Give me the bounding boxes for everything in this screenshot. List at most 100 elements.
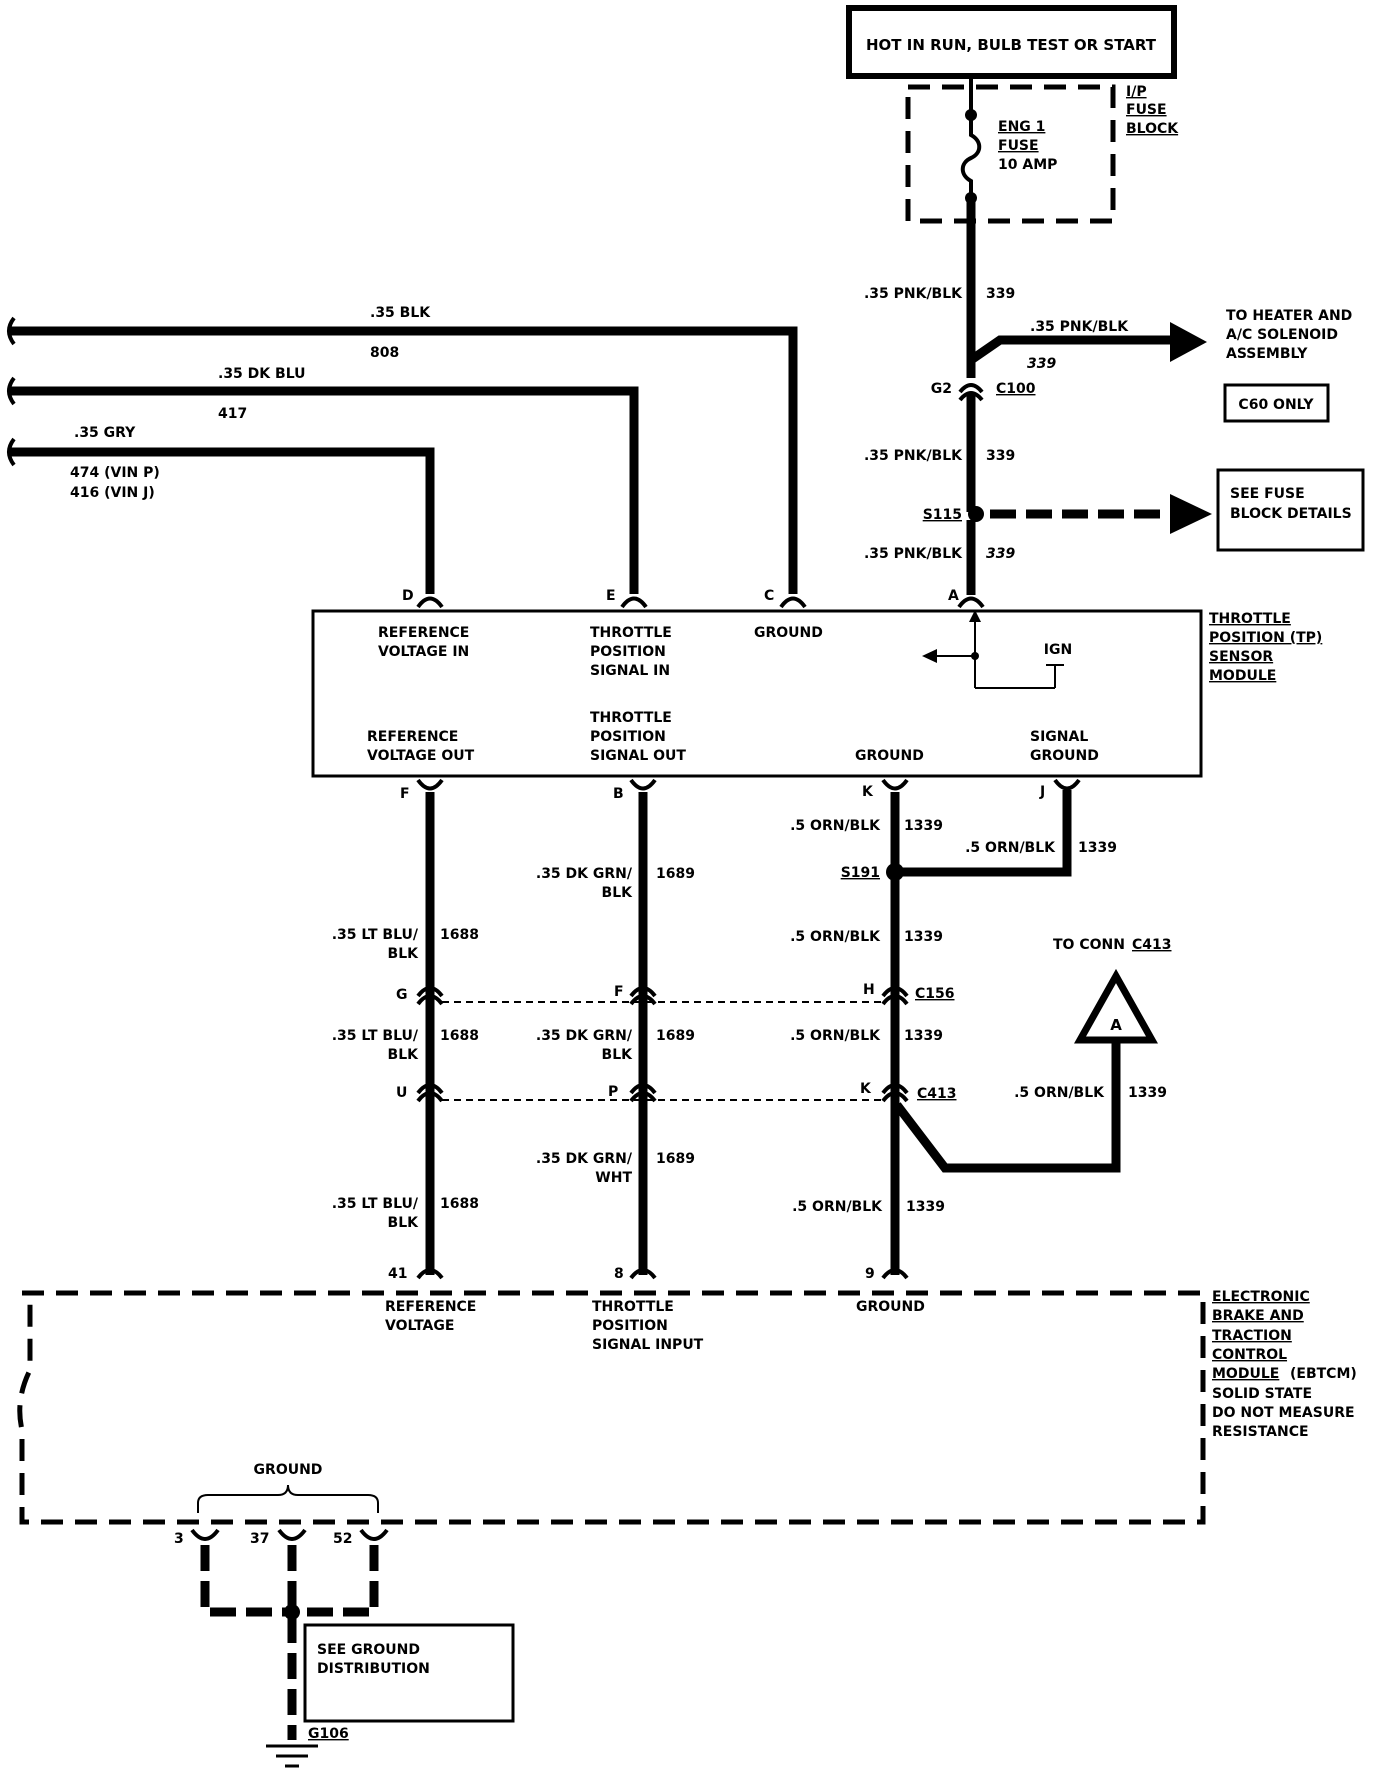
gnd-1-size: .5 ORN/BLK — [790, 818, 881, 834]
ebtcm-name-5: MODULE — [1212, 1366, 1279, 1382]
ebtcm-pin-9-connector — [881, 1268, 909, 1280]
conn-a-triangle — [1074, 968, 1158, 1044]
ebtcm-name-2: BRAKE AND — [1212, 1308, 1304, 1324]
gry-wire-size: .35 GRY — [74, 425, 136, 441]
ground-brace — [197, 1484, 379, 1513]
sig-2-circuit: 1689 — [656, 1028, 695, 1044]
gnd-2-circuit: 1339 — [904, 929, 943, 945]
sig-3-size-1: .35 DK GRN/ — [536, 1151, 633, 1167]
ground-wire-3 — [200, 1545, 292, 1617]
fuse-details-arrow — [1170, 494, 1212, 534]
c100-pin: G2 — [931, 381, 952, 397]
c413-ref-lower — [416, 1091, 444, 1103]
gry-wire — [10, 447, 435, 594]
s191-splice — [886, 863, 904, 881]
c156-ref-lower — [416, 994, 444, 1006]
tp-pin-f: F — [400, 786, 410, 802]
gnd-3-size: .5 ORN/BLK — [790, 1028, 881, 1044]
ebtcm-ground-label: GROUND — [254, 1462, 323, 1478]
power-source-label: HOT IN RUN, BULB TEST OR START — [866, 36, 1157, 54]
conn-a-symbol: A — [1110, 1016, 1122, 1034]
tp-pin-f-label-2: VOLTAGE OUT — [367, 748, 475, 764]
c413-sig-lower — [629, 1091, 657, 1103]
tp-pin-c-connector — [779, 596, 807, 609]
heater-label-3: ASSEMBLY — [1226, 346, 1308, 362]
s115-splice — [968, 506, 984, 522]
to-conn-c413: C413 — [1132, 937, 1172, 953]
tp-pin-d: D — [402, 588, 414, 604]
tp-ign-label: IGN — [1044, 642, 1072, 658]
ebtcm-name-3: TRACTION — [1212, 1328, 1292, 1344]
fuse-rating: 10 AMP — [998, 157, 1057, 173]
fuse-element — [960, 115, 982, 198]
fuse-details-box — [1216, 468, 1365, 552]
c413-ref-upper — [416, 1083, 444, 1095]
ebtcm-pin-9: 9 — [865, 1266, 875, 1282]
c60-box — [1223, 383, 1330, 423]
c156-pin-h: H — [863, 982, 875, 998]
gnd-2-size: .5 ORN/BLK — [790, 929, 881, 945]
sig-3-size-2: WHT — [595, 1170, 632, 1186]
gnd-1-circuit: 1339 — [904, 818, 943, 834]
c156-pin-f: F — [614, 984, 624, 1000]
tp-pin-b: B — [613, 786, 624, 802]
gnd-4-circuit: 1339 — [906, 1199, 945, 1215]
tp-pin-c-label: GROUND — [754, 625, 823, 641]
gnd-3-circuit: 1339 — [904, 1028, 943, 1044]
ebtcm-pin-9-label: GROUND — [856, 1299, 925, 1315]
ground-wire-52 — [292, 1545, 379, 1617]
tp-pin-b-connector — [629, 778, 657, 791]
ref-1-size-2: BLK — [388, 946, 420, 962]
ebtcm-pin-8-label-3: SIGNAL INPUT — [592, 1337, 704, 1353]
tp-pin-j: J — [1039, 784, 1045, 800]
heater-label-1: TO HEATER AND — [1226, 308, 1352, 324]
ebtcm-ground-pin-3: 3 — [174, 1531, 184, 1547]
c413-pin-p: P — [608, 1084, 618, 1100]
ref-3-circuit: 1688 — [440, 1196, 479, 1212]
ebtcm-pin-41-label-1: REFERENCE — [385, 1299, 476, 1315]
tp-module-name-4: MODULE — [1209, 668, 1276, 684]
dk-blu-wire — [10, 386, 639, 594]
fuse-details-2: BLOCK DETAILS — [1230, 506, 1352, 522]
ebtcm-pin-41: 41 — [388, 1266, 407, 1282]
ebtcm-note-1: SOLID STATE — [1212, 1386, 1312, 1402]
blk-wire — [10, 326, 798, 594]
power-source-box — [846, 5, 1177, 79]
ebtcm-note-2: DO NOT MEASURE — [1212, 1405, 1355, 1421]
c413-pin-k: K — [860, 1081, 872, 1097]
c156-sig-lower — [629, 994, 657, 1006]
feed-top-circuit: 339 — [986, 286, 1015, 302]
ebtcm-pin-8-label-1: THROTTLE — [592, 1299, 674, 1315]
ref-3-size-1: .35 LT BLU/ — [332, 1196, 419, 1212]
heater-branch-circuit: 339 — [1027, 356, 1056, 372]
c156-label: C156 — [915, 986, 955, 1002]
c413-pin-u: U — [396, 1085, 407, 1101]
tp-pin-j-label-2: GROUND — [1030, 748, 1099, 764]
gnd-j-size: .5 ORN/BLK — [965, 840, 1056, 856]
c100-label: C100 — [996, 381, 1036, 397]
ref-2-size-1: .35 LT BLU/ — [332, 1028, 419, 1044]
ref-2-size-2: BLK — [388, 1047, 420, 1063]
ground-point-label: G106 — [308, 1726, 349, 1742]
ground-pin-37-connector — [277, 1528, 307, 1541]
ebtcm-pin-41-connector — [416, 1268, 444, 1280]
tp-pin-c: C — [764, 588, 774, 604]
fuse-block-name-1: I/P — [1126, 84, 1147, 100]
feed-top-size: .35 PNK/BLK — [864, 286, 963, 302]
fuse-block-outline — [905, 84, 1116, 224]
sig-2-size-1: .35 DK GRN/ — [536, 1028, 633, 1044]
gnd-a-size: .5 ORN/BLK — [1014, 1085, 1105, 1101]
sig-3-circuit: 1689 — [656, 1151, 695, 1167]
gnd-4-size: .5 ORN/BLK — [792, 1199, 883, 1215]
ground-distribution-2: DISTRIBUTION — [317, 1661, 430, 1677]
ground-pin-52-connector — [359, 1528, 389, 1541]
tp-pin-f-label-1: REFERENCE — [367, 729, 458, 745]
tp-module-name-1: THROTTLE — [1209, 611, 1291, 627]
tp-pin-e-connector — [620, 596, 648, 609]
ebtcm-name-4: CONTROL — [1212, 1347, 1287, 1363]
s191-label: S191 — [841, 865, 880, 881]
tp-pin-k-label: GROUND — [855, 748, 924, 764]
ground-distribution-box — [303, 1623, 515, 1723]
tp-pin-k-connector — [881, 778, 909, 791]
heater-label-2: A/C SOLENOID — [1226, 327, 1338, 343]
